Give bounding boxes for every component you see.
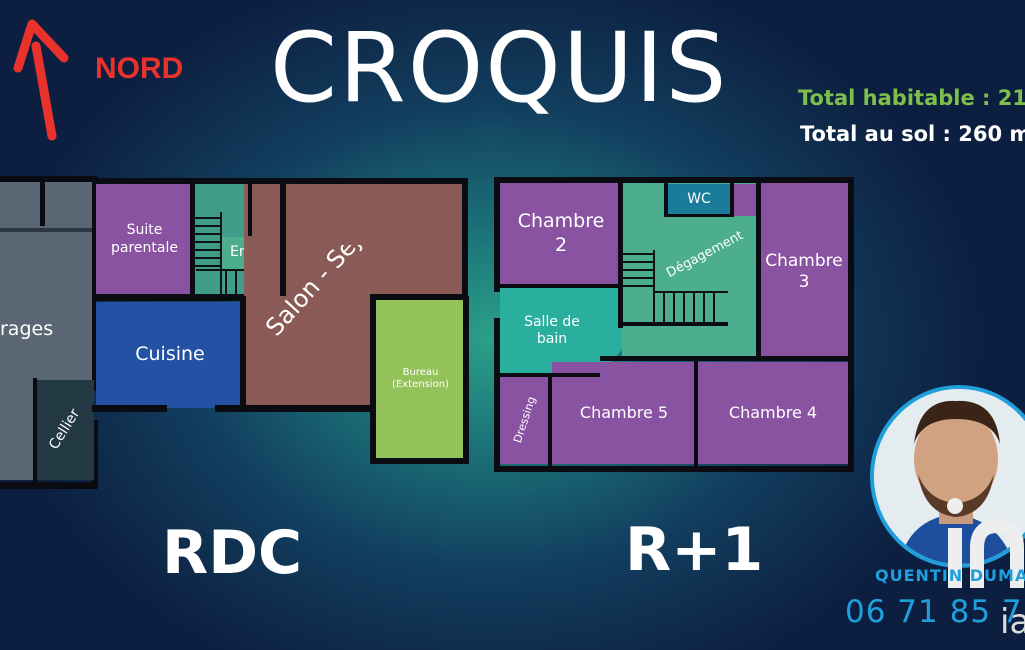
room-bureau: Bureau (Extension)	[374, 300, 467, 458]
room-salon-upper	[284, 183, 466, 245]
staircase-icon	[193, 212, 222, 298]
room-cuisine: Cuisine	[96, 302, 244, 408]
room-cellier: Cellier	[36, 380, 94, 480]
staircase-landing-icon-r1	[654, 291, 728, 322]
room-chambre-4: Chambre 4	[698, 362, 848, 464]
total-sol: Total au sol : 260 m²	[800, 122, 1025, 146]
page-title: CROQUIS	[270, 12, 729, 124]
floorplan-rdc: rages Cellier Suite parentale WC	[0, 0, 480, 500]
room-chambre-2: Chambre 2	[500, 183, 622, 285]
room-chambre-5: Chambre 5	[552, 362, 696, 464]
room-wc-r1: WC	[668, 184, 730, 216]
north-label: NORD	[95, 52, 184, 85]
floorplan-r1: Chambre 2 Dégagement WC Chambre 3 Salle …	[494, 177, 854, 472]
room-closet-r1	[732, 184, 760, 216]
room-degagement-label: Dégagement	[663, 227, 746, 281]
room-dressing: Dressing	[500, 376, 550, 464]
staircase-icon-r1	[622, 250, 655, 322]
total-habitable: Total habitable : 210	[798, 86, 1025, 110]
level-label-r1: R+1	[625, 515, 764, 585]
agent-name: QUENTIN DUMA	[875, 566, 1025, 585]
brand-logo-icon: ia	[947, 498, 1025, 638]
svg-text:ia: ia	[1000, 602, 1025, 638]
level-label-rdc: RDC	[162, 518, 303, 588]
room-chambre-3: Chambre 3	[760, 183, 848, 358]
north-arrow-icon	[13, 19, 69, 141]
agent-phone[interactable]: 06 71 85 75	[845, 594, 1025, 630]
room-suite-parentale: Suite parentale	[96, 183, 193, 296]
